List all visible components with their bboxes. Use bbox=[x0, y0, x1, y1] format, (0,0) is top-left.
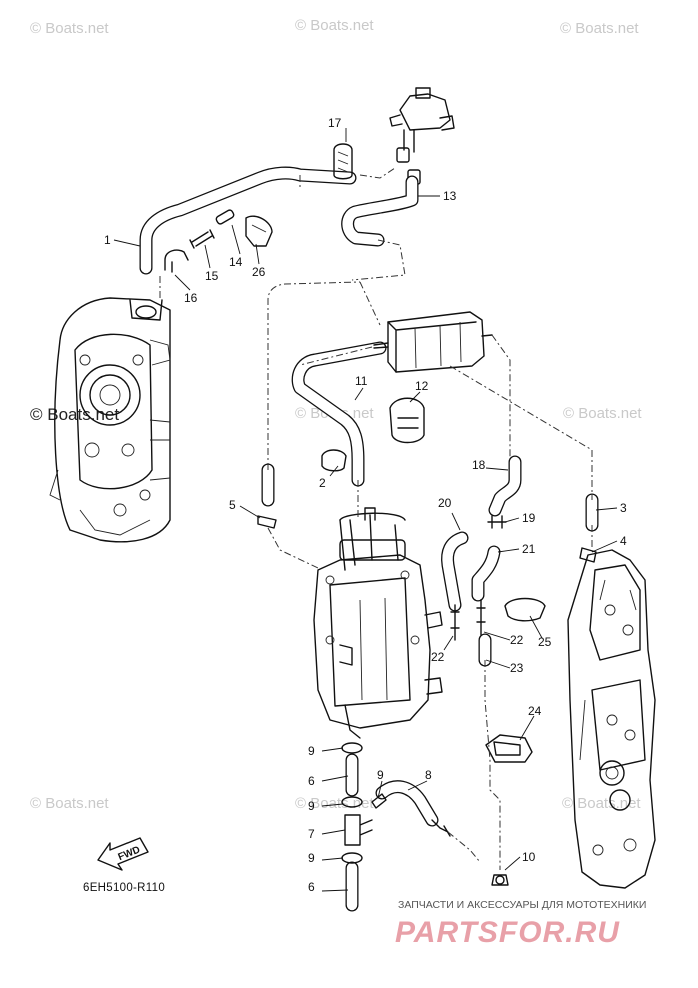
forward-arrow-label: FWD bbox=[117, 844, 142, 863]
callout-22: 22 bbox=[431, 650, 445, 664]
callout-10: 10 bbox=[522, 850, 536, 864]
vapor-separator bbox=[313, 507, 443, 739]
watermark: © Boats.net bbox=[562, 795, 641, 812]
watermark: © Boats.net bbox=[295, 17, 374, 34]
watermark: © Boats.net bbox=[560, 20, 639, 37]
brand-logo-text: PARTSFOR.RU bbox=[395, 916, 620, 949]
callout-labels: 1 2 3 4 5 6 6 7 8 9 9 9 9 10 11 12 13 14… bbox=[104, 116, 627, 894]
forward-arrow-icon: FWD bbox=[97, 837, 149, 871]
diagram-code: 6EH5100-R110 bbox=[83, 882, 165, 894]
brand-logo: ЗАПЧАСТИ И АКСЕССУАРЫ ДЛЯ МОТОТЕХНИКИ PA… bbox=[395, 899, 646, 949]
watermark: © Boats.net bbox=[563, 405, 642, 422]
small-parts bbox=[164, 143, 597, 886]
callout-9: 9 bbox=[377, 768, 384, 782]
watermark: © Boats.net bbox=[30, 20, 109, 37]
callout-26: 26 bbox=[252, 265, 266, 279]
callout-21: 21 bbox=[522, 542, 536, 556]
callout-5: 5 bbox=[229, 498, 236, 512]
intake-manifold bbox=[49, 297, 171, 543]
callout-9: 9 bbox=[308, 851, 315, 865]
callout-23: 23 bbox=[510, 661, 524, 675]
callout-6-lower: 6 bbox=[308, 880, 315, 894]
routing-lines bbox=[159, 167, 593, 870]
canister bbox=[373, 311, 493, 373]
callout-16: 16 bbox=[184, 291, 198, 305]
callout-22: 22 bbox=[510, 633, 524, 647]
callout-15: 15 bbox=[205, 269, 219, 283]
callout-14: 14 bbox=[229, 255, 243, 269]
callout-11: 11 bbox=[355, 374, 368, 388]
callout-4: 4 bbox=[620, 534, 627, 548]
callout-25: 25 bbox=[538, 635, 552, 649]
leader-lines bbox=[113, 128, 618, 892]
brand-tagline: ЗАПЧАСТИ И АКСЕССУАРЫ ДЛЯ МОТОТЕХНИКИ bbox=[398, 899, 646, 911]
watermark: © Boats.net bbox=[295, 795, 374, 812]
callout-24: 24 bbox=[528, 704, 542, 718]
callout-17: 17 bbox=[328, 116, 342, 130]
callout-7: 7 bbox=[308, 827, 315, 841]
watermark: © Boats.net bbox=[30, 795, 109, 812]
callout-3: 3 bbox=[620, 501, 627, 515]
callout-8: 8 bbox=[425, 768, 432, 782]
engine-cover-plate bbox=[567, 549, 656, 889]
callout-9: 9 bbox=[308, 799, 315, 813]
callout-6: 6 bbox=[308, 774, 315, 788]
callout-18: 18 bbox=[472, 458, 486, 472]
hoses bbox=[139, 166, 599, 912]
callout-12: 12 bbox=[415, 379, 429, 393]
callout-9: 9 bbox=[308, 744, 315, 758]
callout-19: 19 bbox=[522, 511, 536, 525]
callout-13: 13 bbox=[443, 189, 457, 203]
callout-1: 1 bbox=[104, 233, 111, 247]
callout-2: 2 bbox=[319, 476, 326, 490]
check-valve-assembly bbox=[389, 87, 455, 185]
callout-20: 20 bbox=[438, 496, 452, 510]
